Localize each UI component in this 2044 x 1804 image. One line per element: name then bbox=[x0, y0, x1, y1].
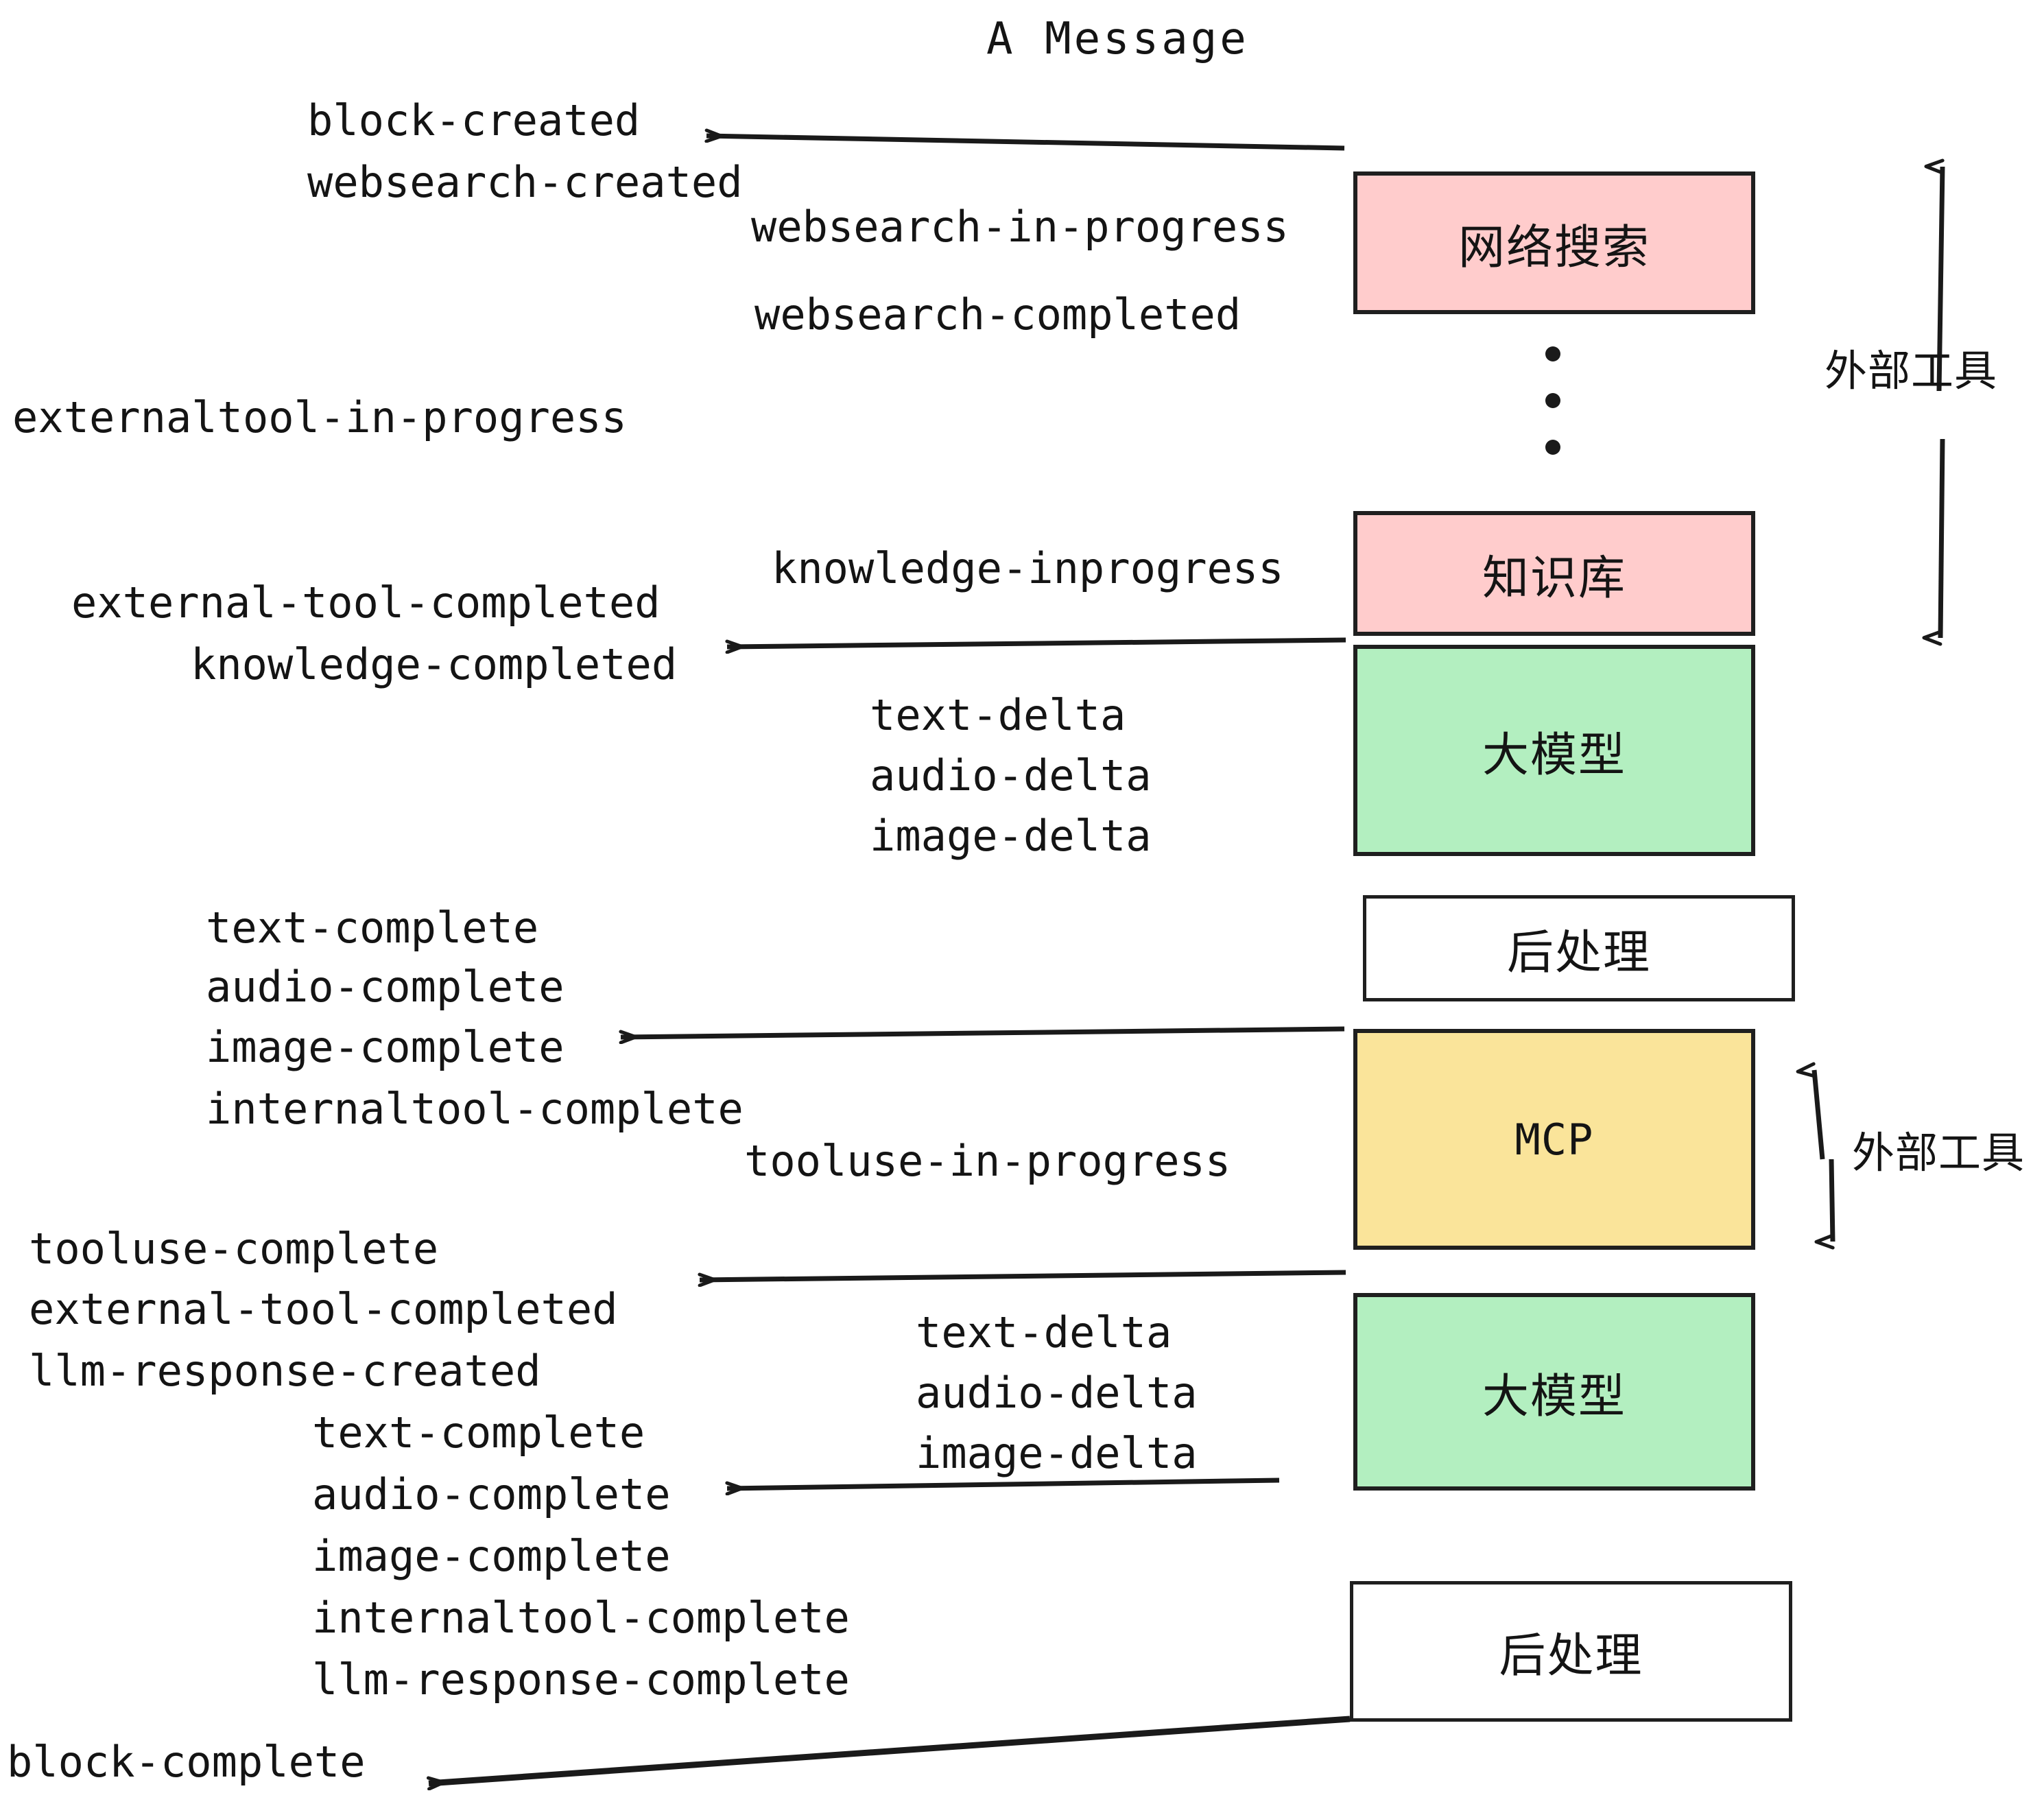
node-websearch-label: 网络搜索 bbox=[1458, 220, 1650, 275]
node-mcp-label: MCP bbox=[1514, 1114, 1594, 1165]
arrow-mcp-to-tooluse-complete bbox=[700, 1270, 1346, 1280]
diagram-title: A Message bbox=[986, 14, 1249, 64]
event-tooluse-complete: tooluse-complete bbox=[29, 1224, 439, 1274]
event-block-complete: block-complete bbox=[7, 1737, 366, 1787]
external-tool-arrow-down-bottom bbox=[1831, 1159, 1835, 1242]
event-image-delta-2: image-delta bbox=[916, 1428, 1198, 1478]
event-external-tool-completed-1: external-tool-completed bbox=[71, 578, 661, 628]
event-knowledge-completed: knowledge-completed bbox=[191, 639, 678, 689]
arrow-knowledge-to-completed bbox=[727, 637, 1346, 647]
external-tool-arrow-down-top bbox=[1940, 438, 1945, 638]
node-llm-2[interactable]: 大模型 bbox=[1353, 1293, 1755, 1491]
node-websearch[interactable]: 网络搜索 bbox=[1353, 171, 1755, 314]
event-llm-response-complete: llm-response-complete bbox=[312, 1654, 850, 1705]
node-postprocess-2-label: 后处理 bbox=[1499, 1629, 1643, 1683]
event-image-complete-1: image-complete bbox=[206, 1022, 565, 1072]
external-tool-label-bottom: 外部工具 bbox=[1852, 1128, 2025, 1178]
arrow-websearch-to-created bbox=[706, 136, 1345, 151]
event-internaltool-complete-2: internaltool-complete bbox=[312, 1593, 850, 1643]
vertical-ellipsis-icon bbox=[1545, 346, 1560, 486]
event-audio-delta-2: audio-delta bbox=[916, 1368, 1198, 1418]
event-tooluse-in-progress: tooluse-in-progress bbox=[744, 1136, 1231, 1186]
event-knowledge-inprogress: knowledge-inprogress bbox=[772, 543, 1284, 593]
event-llm-response-created: llm-response-created bbox=[29, 1346, 541, 1396]
event-audio-delta-1: audio-delta bbox=[870, 750, 1152, 800]
event-text-complete-1: text-complete bbox=[206, 903, 539, 953]
event-block-created: block-created bbox=[307, 95, 641, 145]
external-tool-label-top: 外部工具 bbox=[1825, 346, 1998, 396]
arrow-llm2-to-audiocomplete bbox=[727, 1477, 1280, 1488]
event-audio-complete-1: audio-complete bbox=[206, 962, 565, 1012]
event-external-tool-completed-2: external-tool-completed bbox=[29, 1284, 618, 1334]
arrow-postprocess2-to-blockcomplete bbox=[429, 1716, 1351, 1783]
node-postprocess-1[interactable]: 后处理 bbox=[1363, 895, 1795, 1001]
node-knowledge-label: 知识库 bbox=[1482, 551, 1626, 606]
event-image-complete-2: image-complete bbox=[312, 1531, 671, 1581]
external-tool-arrow-up-bottom bbox=[1814, 1070, 1825, 1160]
event-websearch-in-progress: websearch-in-progress bbox=[751, 202, 1289, 252]
node-mcp[interactable]: MCP bbox=[1353, 1029, 1755, 1250]
event-text-delta-2: text-delta bbox=[916, 1307, 1172, 1357]
node-postprocess-1-label: 后处理 bbox=[1506, 926, 1651, 980]
event-image-delta-1: image-delta bbox=[870, 811, 1152, 861]
event-websearch-created: websearch-created bbox=[307, 157, 743, 207]
node-llm-1-label: 大模型 bbox=[1482, 728, 1626, 783]
node-llm-1[interactable]: 大模型 bbox=[1353, 645, 1755, 856]
event-text-delta-1: text-delta bbox=[870, 690, 1126, 740]
event-audio-complete-2: audio-complete bbox=[312, 1469, 671, 1519]
event-text-complete-2: text-complete bbox=[312, 1408, 645, 1458]
event-internaltool-complete-1: internaltool-complete bbox=[206, 1084, 744, 1134]
arrow-postprocess1-to-imagecomplete bbox=[621, 1026, 1345, 1037]
node-llm-2-label: 大模型 bbox=[1482, 1369, 1626, 1424]
node-postprocess-2[interactable]: 后处理 bbox=[1350, 1581, 1792, 1722]
event-websearch-completed: websearch-completed bbox=[754, 289, 1241, 340]
event-externaltool-in-progress: externaltool-in-progress bbox=[12, 392, 627, 442]
node-knowledge[interactable]: 知识库 bbox=[1353, 511, 1755, 636]
